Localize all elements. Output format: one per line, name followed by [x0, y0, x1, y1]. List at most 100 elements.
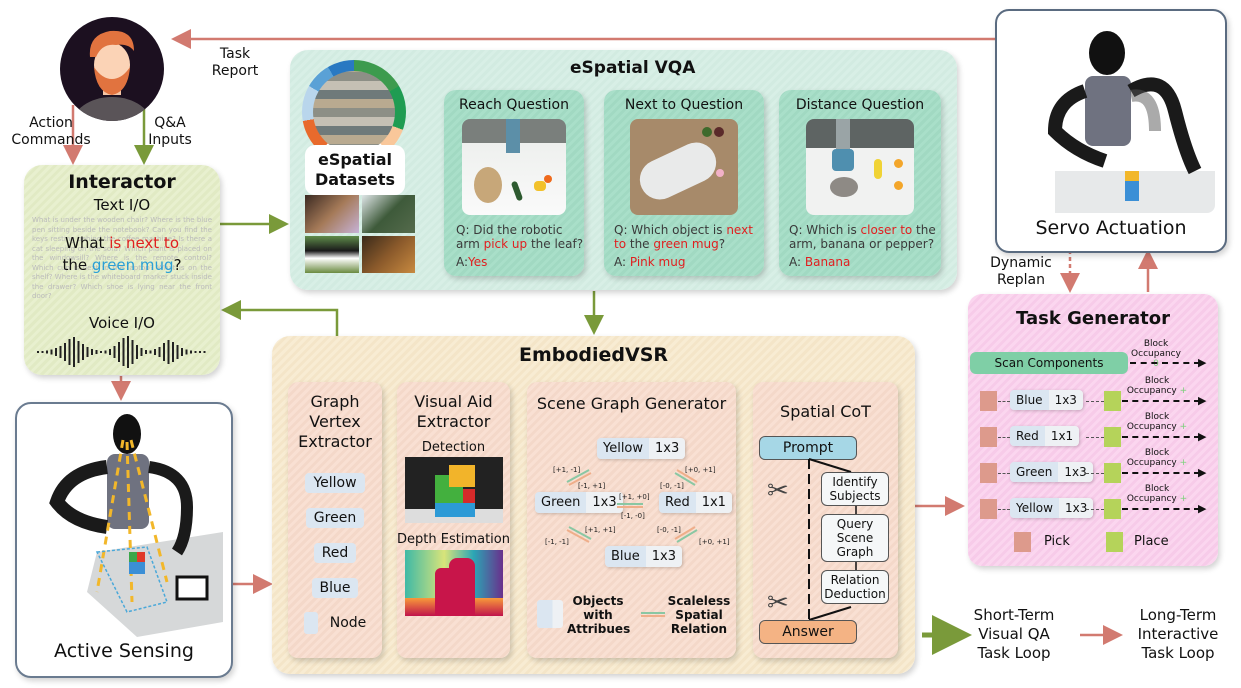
occupancy-label: Block Occupancy 0 [1131, 339, 1181, 369]
reach-question-text: Q: Did the robotic arm pick up the leaf? [456, 223, 584, 251]
arrow-right-icon: ▶ [1198, 466, 1207, 479]
next-to-question-text: Q: Which object is next to the green mug… [614, 223, 753, 251]
servo-actuation-label: Servo Actuation [1035, 217, 1187, 239]
relation-label: [+0, +1] [699, 538, 730, 546]
long-term-legend-label: Long-Term Interactive Task Loop [1137, 606, 1219, 662]
pick-square [980, 427, 997, 447]
scene-graph-generator-title: Scene Graph Generator [536, 394, 727, 413]
place-legend-swatch [1106, 532, 1123, 552]
interactor-background-text: What is under the wooden chair? Where is… [32, 216, 212, 300]
next-to-question-card: Next to Question Q: Which object is next… [604, 90, 764, 276]
active-sensing-robot-image [27, 412, 223, 637]
task-generator-panel: Task Generator Scan Components Block Occ… [968, 294, 1218, 566]
arrow-right-icon: ▶ [1198, 356, 1207, 369]
depth-estimation-label: Depth Estimation [397, 532, 510, 547]
datasets-label: eSpatial Datasets [305, 145, 405, 195]
dynamic-replan-label: Dynamic Replan [990, 255, 1052, 288]
interactor-title: Interactor [68, 171, 176, 193]
next-to-question-photo [630, 119, 738, 215]
vertex-node: Red [313, 543, 357, 563]
distance-question-card: Distance Question Q: Which is closer to … [779, 90, 941, 276]
pick-square [980, 463, 997, 483]
occupancy-label: Block Occupancy + [1126, 412, 1188, 432]
detection-label: Detection [421, 440, 486, 455]
distance-question-photo [806, 119, 914, 215]
user-avatar-icon [72, 30, 152, 121]
spatial-cot-title: Spatial CoT [780, 402, 871, 421]
short-term-legend-label: Short-Term Visual QA Task Loop [973, 606, 1055, 662]
relation-label: [-1, +1] [578, 482, 606, 490]
active-sensing-label: Active Sensing [54, 640, 194, 662]
voice-io-label: Voice I/O [89, 314, 155, 332]
embodied-vsr-title: EmbodiedVSR [518, 344, 669, 366]
reach-answer: A:Yes [456, 255, 488, 269]
node-legend-swatch [303, 612, 318, 634]
occupancy-label: Block Occupancy + [1126, 376, 1188, 396]
reach-question-photo [462, 119, 566, 215]
scissors-icon: ✂ [767, 476, 789, 506]
next-to-answer: A: Pink mug [614, 255, 686, 269]
place-square [1104, 499, 1121, 519]
pick-legend-swatch [1014, 532, 1031, 552]
cot-flow-lines [808, 458, 857, 621]
espatial-vqa-panel: eSpatial VQA eSpatial Datasets Reach Que… [290, 50, 957, 290]
depth-image [404, 550, 503, 616]
qa-inputs-label: Q&A Inputs [148, 115, 192, 148]
scan-components-box: Scan Components [970, 352, 1128, 374]
distance-question-text: Q: Which is closer to the arm, banana or… [789, 223, 936, 251]
scene-graph-edges [566, 469, 698, 543]
vertex-node: Green [305, 508, 365, 528]
relation-legend-swatch [641, 612, 665, 617]
servo-robot-image [1015, 21, 1215, 213]
text-io-label: Text I/O [93, 196, 151, 214]
objects-legend-swatch [537, 600, 563, 628]
relation-legend-label: Scaleless Spatial Relation [667, 594, 731, 636]
arrow-right-icon: ▶ [1198, 394, 1207, 407]
vsr-to-interactor-arrow [221, 300, 339, 336]
voice-waveform-icon [37, 336, 206, 368]
cot-step-relation-deduction: Relation Deduction [821, 570, 889, 604]
place-square [1104, 427, 1121, 447]
user-avatar [60, 17, 164, 121]
detection-image [404, 457, 503, 523]
place-square [1104, 463, 1121, 483]
arrow-right-icon: ▶ [1198, 502, 1207, 515]
espatial-vqa-title: eSpatial VQA [570, 58, 696, 78]
objects-legend-label: Objects with Attribues [567, 594, 631, 636]
relation-label: [+0, +1] [685, 466, 716, 474]
occupancy-label: Block Occupancy + [1126, 484, 1188, 504]
pick-square [980, 499, 997, 519]
interactor-question: What is next to the green mug? [62, 234, 182, 274]
relation-label: [+1, +1] [585, 526, 616, 534]
pick-legend-label: Pick [1044, 534, 1070, 549]
relation-label: [-0, -1] [660, 482, 684, 490]
cot-step-identify-subjects: Identify Subjects [821, 472, 889, 506]
task-generator-title: Task Generator [1016, 308, 1170, 329]
vertex-node-list: Yellow Green Red Blue Node [288, 472, 382, 634]
vertex-node: Blue [311, 578, 359, 598]
distance-answer: A: Banana [789, 255, 851, 269]
visual-aid-extractor-title: Visual Aid Extractor [414, 392, 493, 431]
graph-vertex-extractor: Graph Vertex Extractor Yellow Green Red … [288, 382, 382, 658]
action-commands-label: Action Commands [11, 115, 91, 148]
spatial-cot: Spatial CoT Prompt ✂ ✂ Identify Subjects… [753, 382, 898, 658]
scissors-icon: ✂ [767, 588, 789, 618]
arrow-right-icon: ▶ [1198, 430, 1207, 443]
answer-box: Answer [759, 620, 857, 644]
occupancy-label: Block Occupancy + [1126, 448, 1188, 468]
dataset-thumbnails [305, 195, 415, 273]
active-sensing-panel: Active Sensing [15, 402, 233, 678]
place-square [1104, 391, 1121, 411]
relation-label: [-0, -1] [657, 526, 681, 534]
node-legend-label: Node [329, 615, 367, 631]
graph-vertex-extractor-title: Graph Vertex Extractor [298, 392, 372, 451]
